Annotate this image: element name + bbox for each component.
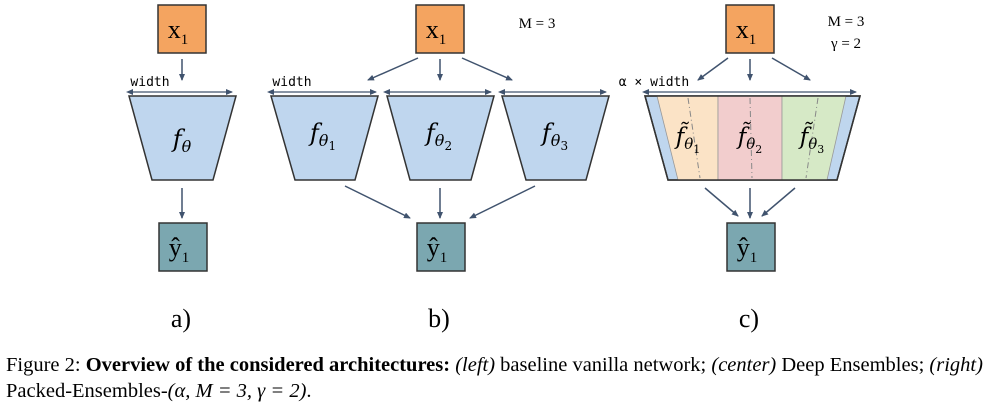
caption-left-text: baseline vanilla network; — [495, 354, 712, 376]
arrow-b-in-3 — [461, 57, 513, 81]
caption-left: (left) — [455, 354, 496, 376]
panel-b: x1 M = 3 width fθ1 fθ2 fθ3 ŷ1 b) — [267, 4, 610, 333]
network-block-b-3 — [501, 95, 610, 181]
input-box-a — [157, 4, 207, 54]
group-divider-c-1 — [687, 97, 701, 179]
input-box-b — [415, 4, 465, 54]
caption-center: (center) — [711, 354, 777, 376]
arrow-b-in-1 — [367, 57, 419, 81]
caption-prefix: Figure 2: — [6, 354, 86, 376]
output-box-b — [416, 222, 466, 272]
arrow-b-out-1 — [344, 185, 411, 219]
width-label-a: width — [130, 75, 169, 90]
arrow-c-in-1 — [697, 57, 729, 81]
caption-right: (right) — [929, 354, 983, 376]
network-block-b-2 — [386, 95, 495, 181]
output-box-c — [726, 222, 776, 272]
packed-block-outline-c — [644, 95, 861, 181]
network-block-b-1 — [270, 95, 379, 181]
figure-caption: Figure 2: Overview of the considered arc… — [6, 352, 991, 404]
caption-params: (α, M = 3, γ = 2) — [167, 380, 307, 402]
output-label-a: ŷ1 — [169, 233, 190, 266]
panel-c: x1 M = 3 γ = 2 α × width f̃θ1 f̃θ2 f̃θ3 … — [619, 4, 865, 333]
panel-a: x1 width fθ ŷ1 a) — [126, 4, 237, 333]
caption-bold: Overview of the considered architectures… — [85, 354, 451, 376]
param-label-c-2: γ = 2 — [830, 36, 861, 52]
param-label-b: M = 3 — [519, 16, 556, 32]
panel-label-b: b) — [428, 304, 450, 333]
input-label-c: x1 — [736, 15, 757, 48]
arrow-c-out-1 — [704, 187, 739, 217]
input-label-a: x1 — [168, 15, 189, 48]
caption-center-text: Deep Ensembles; — [776, 354, 930, 376]
arrow-b-out-3 — [469, 185, 536, 219]
caption-right-text: Packed-Ensembles- — [6, 380, 168, 402]
arrow-c-out-3 — [761, 187, 796, 217]
caption-end: . — [306, 380, 312, 402]
output-box-a — [158, 222, 208, 272]
width-label-c: α × width — [619, 75, 689, 90]
panel-label-a: a) — [171, 304, 191, 333]
input-box-c — [725, 4, 775, 54]
panel-label-c: c) — [739, 304, 759, 333]
network-block-a — [128, 95, 237, 181]
arrow-c-in-3 — [771, 57, 811, 81]
group-divider-c-2 — [749, 97, 753, 179]
output-label-b: ŷ1 — [427, 233, 448, 266]
output-label-c: ŷ1 — [737, 233, 758, 266]
group-divider-c-3 — [805, 97, 819, 179]
width-label-b: width — [272, 75, 311, 90]
param-label-c-1: M = 3 — [828, 14, 865, 30]
input-label-b: x1 — [426, 15, 447, 48]
